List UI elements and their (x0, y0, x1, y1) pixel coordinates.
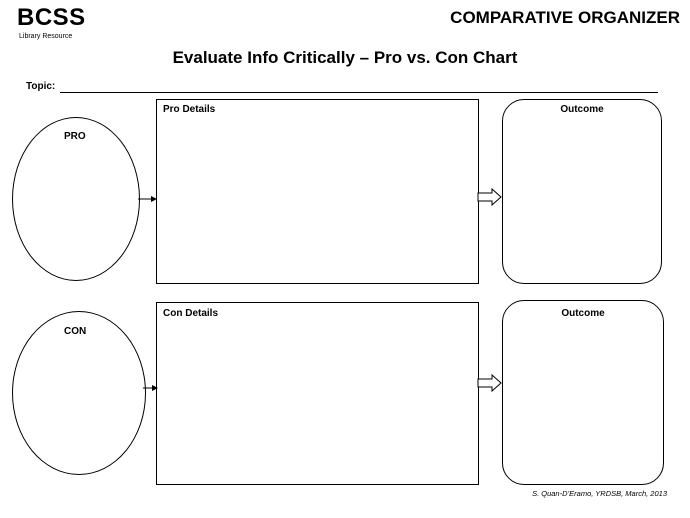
topic-field[interactable] (60, 92, 658, 93)
pro-outcome-box[interactable] (502, 99, 662, 284)
bcss-logo: BCSS (17, 4, 86, 31)
library-resource-label: Library Resource (19, 33, 73, 40)
pro-details-label: Pro Details (163, 104, 216, 115)
con-details-box[interactable] (156, 302, 479, 485)
pro-outcome-label: Outcome (560, 104, 604, 115)
con-oval[interactable] (12, 311, 146, 475)
pro-outcome-arrow-icon (477, 187, 502, 207)
con-oval-label: CON (64, 326, 87, 337)
page-title: Evaluate Info Critically – Pro vs. Con C… (172, 48, 518, 67)
con-outcome-box[interactable] (502, 300, 664, 485)
topic-label: Topic: (26, 81, 56, 92)
organizer-title: COMPARATIVE ORGANIZER (450, 8, 680, 27)
pro-details-box[interactable] (156, 99, 479, 284)
pro-oval-label: PRO (64, 131, 86, 142)
author-credit: S. Quan-D’Eramo, YRDSB, March, 2013 (532, 489, 667, 498)
pro-connector-arrow-icon (138, 196, 157, 202)
con-outcome-label: Outcome (561, 308, 605, 319)
con-details-label: Con Details (163, 308, 219, 319)
con-outcome-arrow-icon (477, 373, 502, 393)
con-connector-arrow-icon (143, 385, 158, 391)
